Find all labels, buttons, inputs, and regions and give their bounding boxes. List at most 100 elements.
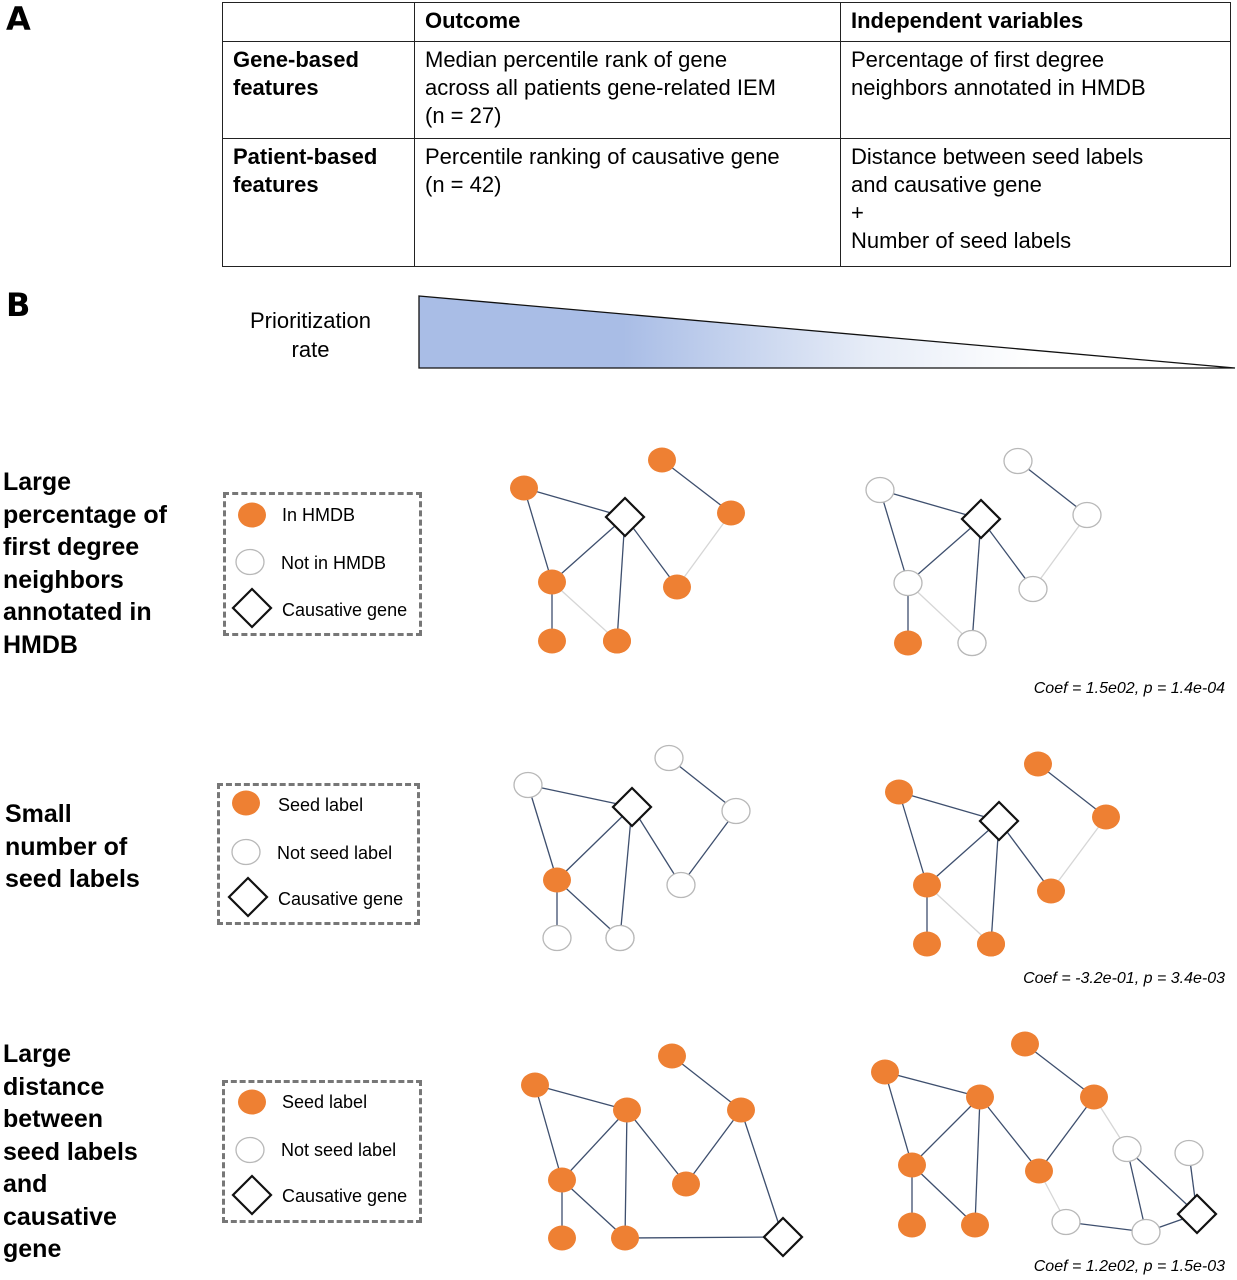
seed-node [603, 628, 631, 654]
network-edge [990, 820, 1000, 945]
label-line: and [3, 1170, 48, 1198]
legend-orange-circle-icon [238, 1089, 266, 1115]
seed-node [977, 931, 1005, 957]
network-edge [879, 489, 909, 584]
table-header-row: Outcome Independent variables [222, 2, 1231, 42]
label-line: features [233, 75, 319, 100]
seed-node [521, 1072, 549, 1098]
label-line: Prioritization [249, 308, 372, 333]
seed-node [648, 447, 676, 473]
seed-node [613, 1097, 641, 1123]
empty-node [1051, 1208, 1081, 1236]
network-edge [740, 1109, 784, 1238]
panel-a-letter: A [6, 0, 31, 38]
text-line: (n = 27) [425, 103, 502, 128]
text-line: neighbors annotated in HMDB [851, 75, 1146, 100]
seed-node [663, 574, 691, 600]
legend-2-item-2: Not seed label [277, 843, 393, 863]
patient-based-variables: Distance between seed labels and causati… [840, 138, 1231, 267]
empty-node [893, 569, 923, 597]
label-line: percentage of [3, 500, 167, 529]
row-1-coef: Coef = 1.5e02, p = 1.4e-04 [1033, 680, 1225, 697]
empty-node [605, 924, 635, 952]
legend-diamond-icon [227, 876, 269, 918]
gene-based-variables: Percentage of first degree neighbors ann… [840, 41, 1231, 139]
text-line: Median percentile rank of gene [425, 47, 728, 72]
legend-1-item-1: In HMDB [282, 505, 356, 525]
seed-node [543, 867, 571, 893]
causative-gene-node [978, 800, 1020, 842]
network-edge [907, 518, 982, 584]
legend-white-circle-icon [231, 838, 261, 866]
seed-node [1092, 804, 1120, 830]
legend-white-circle-icon [235, 548, 265, 576]
network-edge [556, 806, 633, 881]
network-edge [1024, 1043, 1095, 1098]
panel-b-letter: B [6, 286, 31, 324]
seed-node [898, 1152, 926, 1178]
empty-node [1174, 1139, 1204, 1167]
text-line: Distance between seed labels [851, 144, 1144, 169]
seed-node [717, 500, 745, 526]
label-line: first degree [3, 533, 140, 561]
network-edge [534, 1084, 563, 1181]
network-edge [926, 820, 1000, 886]
seed-node [727, 1097, 755, 1123]
seed-node [1037, 878, 1065, 904]
seed-node [611, 1225, 639, 1251]
label-line: seed labels [5, 865, 140, 893]
legend-orange-circle-icon [238, 502, 266, 528]
network-edge [619, 806, 633, 939]
network-edge [879, 489, 982, 520]
label-line: between [3, 1105, 104, 1133]
row-3-coef: Coef = 1.2e02, p = 1.5e-03 [1033, 1258, 1225, 1275]
network-edge [680, 810, 737, 886]
network-edge [979, 1096, 1040, 1172]
empty-node [1072, 501, 1102, 529]
prioritization-gradient-triangle [418, 295, 1236, 369]
label-line: gene [3, 1235, 62, 1263]
network-edge [898, 791, 928, 886]
label-line: Gene-based [233, 47, 359, 72]
label-line: distance [3, 1072, 105, 1101]
network-edge [534, 1084, 628, 1111]
row-2-coef: Coef = -3.2e-01, p = 3.4e-03 [1023, 970, 1225, 987]
network-edge [551, 581, 618, 642]
empty-node [721, 797, 751, 825]
label-line: number of [5, 832, 128, 861]
empty-node [513, 771, 543, 799]
network-edge [685, 1109, 742, 1185]
row-3-legend-box [222, 1080, 422, 1223]
causative-gene-node [1176, 1193, 1218, 1235]
text-line: + [851, 200, 864, 225]
network-edge [974, 1096, 981, 1226]
network-edge [551, 516, 626, 583]
legend-2-item-3: Causative gene [278, 889, 404, 909]
label-line: Patient-based [233, 144, 378, 169]
network-edge [527, 784, 633, 808]
empty-node [1112, 1135, 1142, 1163]
legend-3-item-1: Seed label [282, 1092, 368, 1112]
header-independent-variables: Independent variables [840, 2, 1231, 42]
network-edge [1126, 1148, 1147, 1233]
network-edge [1017, 460, 1088, 516]
row-1-legend-box [223, 492, 422, 636]
network-edge [556, 879, 621, 939]
row-3-label: Large distance between seed labels and c… [3, 1038, 203, 1266]
seed-node [1024, 751, 1052, 777]
seed-node [1080, 1084, 1108, 1110]
network-edge [616, 516, 626, 642]
seed-node [871, 1059, 899, 1085]
prioritization-rate-label: Prioritization rate [228, 306, 393, 364]
gene-based-outcome: Median percentile rank of gene across al… [414, 41, 841, 139]
empty-node [654, 744, 684, 772]
seed-node [885, 779, 913, 805]
empty-node [865, 476, 895, 504]
network-edge [907, 582, 973, 644]
label-line: Large [3, 1040, 72, 1068]
header-empty-cell [222, 2, 415, 42]
text-line: Percentile ranking of causative gene [425, 144, 780, 169]
text-line: across all patients gene-related IEM [425, 75, 776, 100]
seed-node [1025, 1158, 1053, 1184]
causative-gene-node [960, 498, 1002, 540]
